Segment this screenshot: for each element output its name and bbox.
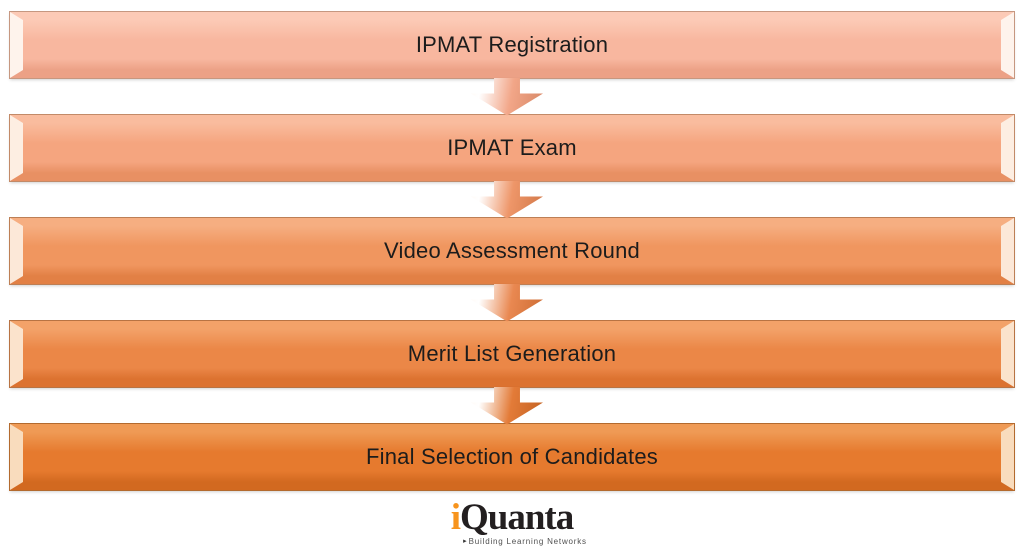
logo-name: Quanta [460, 497, 574, 538]
step-label: Final Selection of Candidates [366, 444, 658, 469]
down-arrow-icon [471, 386, 543, 425]
flow-steps: IPMAT Registration IPMAT Exam Video Asse… [10, 12, 1014, 490]
logo-letter-i: i [450, 497, 461, 538]
step-ipmat-registration: IPMAT Registration [10, 12, 1014, 78]
step-ipmat-exam: IPMAT Exam [10, 115, 1014, 181]
step-video-assessment-round: Video Assessment Round [10, 218, 1014, 284]
step-merit-list-generation: Merit List Generation [10, 321, 1014, 387]
step-gap [10, 180, 1014, 219]
down-arrow-icon [471, 180, 543, 219]
logo-tagline: Building Learning Networks [468, 537, 587, 546]
step-gap [10, 283, 1014, 322]
step-final-selection: Final Selection of Candidates [10, 424, 1014, 490]
step-label: Video Assessment Round [384, 238, 640, 263]
step-label: IPMAT Exam [447, 135, 577, 160]
down-arrow-icon [471, 77, 543, 116]
tagline-marker-icon: ▸ [463, 538, 467, 545]
step-label: Merit List Generation [407, 341, 617, 366]
step-label: IPMAT Registration [415, 32, 609, 57]
iquanta-logo-text: iQuanta [450, 497, 575, 538]
step-gap [10, 77, 1014, 116]
step-gap [10, 386, 1014, 425]
down-arrow-icon [471, 283, 543, 322]
iquanta-logo: iQuanta ▸ Building Learning Networks [0, 499, 1024, 546]
logo-tagline-row: ▸ Building Learning Networks [437, 537, 587, 546]
